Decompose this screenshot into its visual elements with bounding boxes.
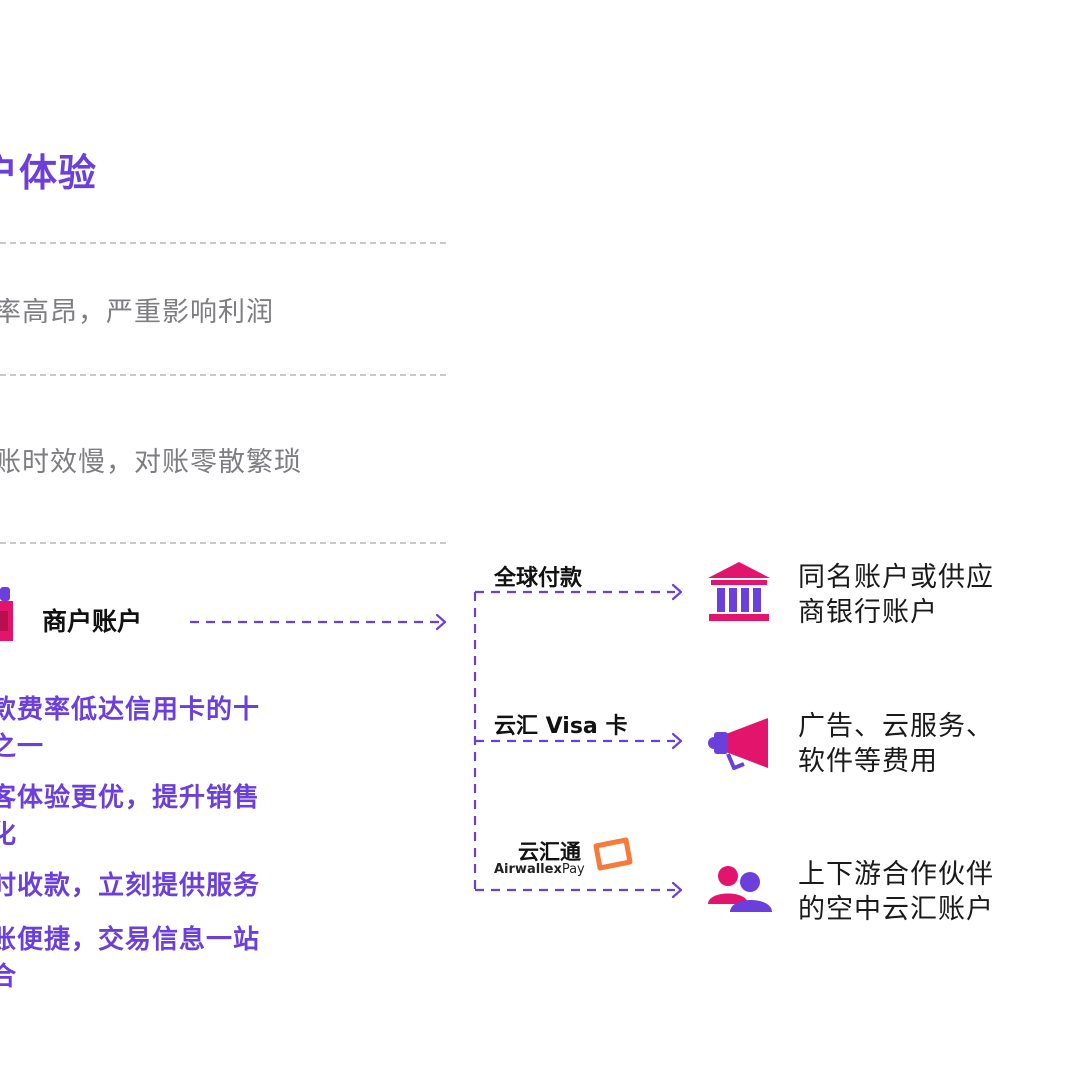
destination-line: 的空中云汇账户	[798, 894, 994, 925]
destination-bank-account: 同名账户或供应 商银行账户	[798, 560, 994, 630]
partners-icon	[708, 866, 772, 912]
benefit-line: 化	[0, 820, 18, 850]
benefit-item: 账便捷，交易信息一站 合	[0, 922, 260, 996]
destination-ad-cloud-software: 广告、云服务、 软件等费用	[798, 709, 994, 779]
benefit-item: 时收款，立刻提供服务	[0, 868, 260, 905]
divider	[0, 242, 446, 244]
brand-name-en: AirwallexPay	[494, 862, 585, 877]
brand-name-cn: 云汇通	[518, 840, 581, 864]
benefit-line: 时收款，立刻提供服务	[0, 871, 261, 901]
brand-name-en-bold: Airwallex	[494, 862, 562, 877]
divider	[0, 374, 446, 376]
merchant-account-icon	[0, 587, 13, 641]
benefit-line: 款费率低达信用卡的十	[0, 695, 261, 725]
benefit-line: 之一	[0, 732, 45, 762]
section-heading: 户体验	[0, 151, 98, 195]
benefit-line: 客体验更优，提升销售	[0, 783, 261, 813]
merchant-account-label: 商户账户	[42, 607, 143, 636]
divider	[0, 542, 446, 544]
arrowhead	[671, 732, 683, 750]
destination-partner-account: 上下游合作伙伴 的空中云汇账户	[798, 857, 994, 927]
brand-name-en-light: Pay	[561, 862, 585, 877]
arrowhead	[671, 583, 683, 601]
brand-card-icon	[593, 837, 633, 871]
arrowhead	[435, 613, 447, 631]
megaphone-icon	[708, 718, 768, 770]
destination-line: 广告、云服务、	[798, 711, 994, 742]
destination-line: 软件等费用	[798, 746, 938, 777]
route-label-global-payment: 全球付款	[494, 566, 583, 591]
arrowhead	[671, 881, 683, 899]
bank-icon	[708, 562, 770, 621]
destination-line: 同名账户或供应	[798, 562, 994, 593]
destination-line: 商银行账户	[798, 597, 938, 628]
benefit-line: 合	[0, 962, 18, 992]
benefit-item: 款费率低达信用卡的十 之一	[0, 692, 260, 766]
benefit-item: 客体验更优，提升销售 化	[0, 780, 260, 854]
destination-line: 上下游合作伙伴	[798, 859, 994, 890]
benefit-line: 账便捷，交易信息一站	[0, 925, 261, 955]
route-label-visa-card: 云汇 Visa 卡	[494, 714, 628, 739]
pain-point-settlement: 账时效慢，对账零散繁琐	[0, 447, 302, 478]
pain-point-fees: 率高昂，严重影响利润	[0, 297, 274, 328]
